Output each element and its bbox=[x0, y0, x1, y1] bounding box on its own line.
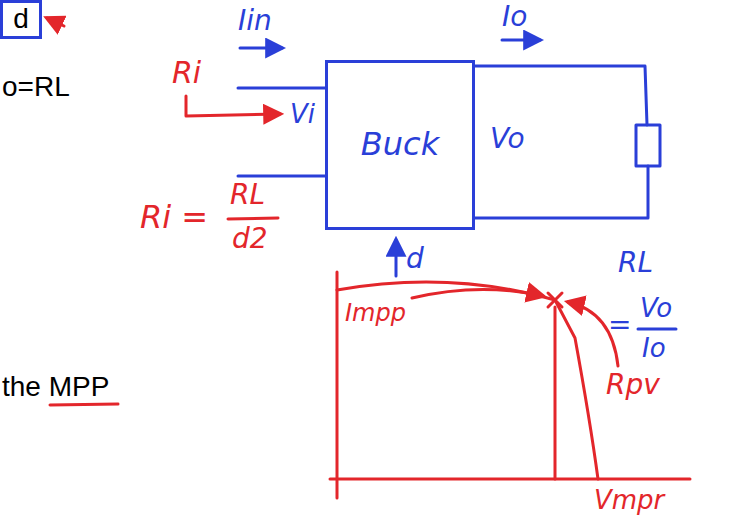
mpp-mark bbox=[548, 293, 562, 307]
current-arrow bbox=[502, 39, 540, 42]
duty-label: d bbox=[406, 244, 424, 275]
slide-text: o=RL bbox=[2, 72, 70, 103]
converter-box: Buck bbox=[325, 60, 475, 230]
fraction-numerator: Vo bbox=[640, 294, 672, 323]
fraction-bar bbox=[638, 328, 676, 331]
output-wire bbox=[475, 66, 647, 125]
fraction-numerator: RL bbox=[230, 180, 265, 211]
axis bbox=[336, 272, 339, 498]
boxed-symbol: d bbox=[0, 0, 42, 39]
slide-text: the MPP bbox=[2, 372, 109, 403]
node-text: Buck bbox=[361, 127, 439, 162]
resistance-label: RL bbox=[618, 248, 653, 279]
node-text: d bbox=[13, 4, 29, 35]
equals-sign: = bbox=[608, 310, 631, 341]
current-label: Iin bbox=[238, 6, 272, 37]
underline bbox=[50, 404, 118, 405]
voltage-label: Vi bbox=[290, 100, 315, 129]
voltage-label: Vo bbox=[490, 124, 525, 155]
equation-text: Ri = bbox=[140, 200, 208, 235]
fraction-denominator: d2 bbox=[232, 224, 268, 255]
mpp-line bbox=[554, 307, 557, 479]
pointer-arrow bbox=[186, 96, 280, 116]
axis bbox=[330, 478, 690, 481]
pointer-arrow bbox=[47, 18, 64, 26]
output-wire bbox=[475, 166, 648, 218]
current-label: Io bbox=[502, 2, 527, 33]
duty-arrow bbox=[395, 240, 398, 276]
input-wire bbox=[238, 87, 325, 90]
current-arrow bbox=[240, 47, 282, 50]
axis-label: Impp bbox=[345, 300, 406, 326]
iv-curve bbox=[337, 282, 598, 479]
resistance-label: Rpv bbox=[606, 370, 660, 401]
input-wire bbox=[238, 175, 325, 178]
resistance-label: Ri bbox=[172, 56, 201, 89]
resistor-symbol bbox=[636, 125, 660, 166]
fraction-bar bbox=[228, 218, 278, 219]
axis-label: Vmpr bbox=[594, 486, 664, 515]
pointer-arrow bbox=[412, 289, 543, 298]
fraction-denominator: Io bbox=[642, 334, 666, 363]
